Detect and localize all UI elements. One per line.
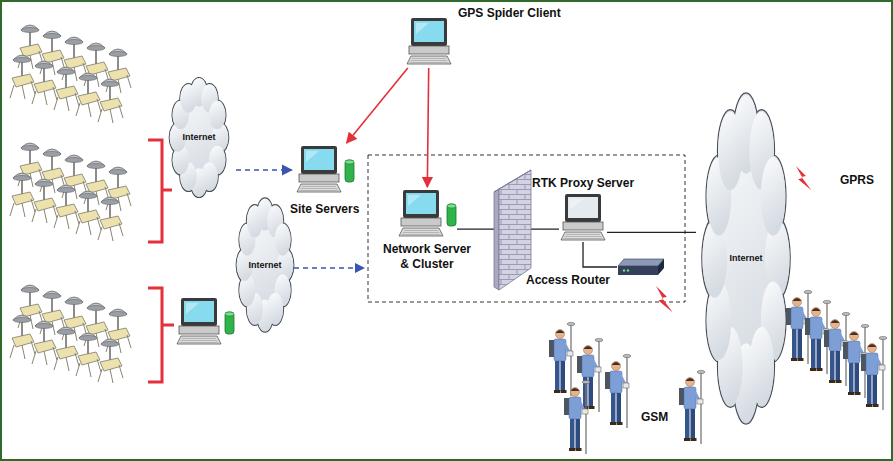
reference-station: [10, 55, 35, 99]
firewall: [494, 170, 531, 290]
signal-bolt: [796, 166, 811, 190]
reference-station: [32, 321, 57, 365]
surveyor-figure: [843, 324, 869, 398]
reference-station: [10, 315, 35, 359]
reference-station: [98, 339, 123, 383]
station-group: [10, 25, 131, 123]
reference-station: [32, 61, 57, 105]
internet-cloud: Internet: [168, 75, 230, 200]
computer-node: Network Server & Cluster: [372, 190, 482, 272]
storage-cylinder: [225, 312, 234, 334]
surveyor-figure: [805, 300, 831, 374]
reference-station: [98, 79, 123, 123]
red-bracket: [148, 140, 172, 242]
connector: [607, 232, 696, 233]
router-node: Access Router: [526, 258, 664, 288]
connector: [236, 169, 292, 171]
node-label: Site Servers: [290, 202, 359, 217]
reference-station: [76, 73, 101, 117]
reference-station: [32, 179, 57, 223]
cloud-label: Internet: [729, 253, 762, 264]
station-group: [10, 143, 131, 241]
computer-icon: [397, 190, 457, 238]
dashed-enclosure: [368, 155, 685, 302]
network-label: GSM: [641, 410, 668, 425]
computer-icon: [177, 298, 234, 344]
surveyor-figure: [861, 336, 887, 410]
computer-icon: [559, 194, 607, 242]
surveyor-figure: [564, 380, 590, 454]
computer-icon: [295, 146, 355, 194]
router-icon: [618, 258, 664, 276]
storage-cylinder: [345, 160, 354, 182]
storage-cylinder: [447, 204, 456, 226]
station-group: [10, 285, 131, 383]
surveyor-figure: [679, 370, 705, 444]
reference-station: [54, 67, 79, 111]
reference-station: [54, 327, 79, 371]
surveyor-figure: [605, 354, 631, 428]
connector: [583, 242, 617, 267]
node-label: Network Server & Cluster: [377, 242, 477, 272]
dashed-arrow: [294, 267, 364, 269]
node-label: Access Router: [526, 273, 610, 288]
node-label: GPS Spider Client: [458, 6, 561, 21]
network-label: GPRS: [840, 173, 874, 188]
surveyor-figure: [786, 290, 812, 364]
internet-cloud: Internet: [700, 86, 792, 431]
cloud-label: Internet: [182, 132, 215, 143]
computer-node: GPS Spider Client: [405, 6, 561, 66]
reference-station: [10, 173, 35, 217]
reference-station: [54, 185, 79, 229]
connector: [347, 68, 408, 143]
station-computer: [177, 298, 234, 344]
connector: [427, 68, 428, 187]
computer-node: Site Servers: [290, 146, 359, 217]
reference-station: [98, 197, 123, 241]
surveyor-figure: [549, 322, 575, 396]
reference-station: [76, 191, 101, 235]
cloud-label: Internet: [248, 260, 281, 271]
surveyor-figure: [824, 312, 850, 386]
signal-bolt: [656, 286, 673, 312]
node-label: RTK Proxy Server: [532, 176, 634, 191]
red-bracket: [148, 288, 174, 382]
internet-cloud: Internet: [235, 195, 295, 335]
computer-node: RTK Proxy Server: [532, 176, 634, 242]
reference-station: [76, 333, 101, 377]
computer-icon: [405, 18, 453, 66]
